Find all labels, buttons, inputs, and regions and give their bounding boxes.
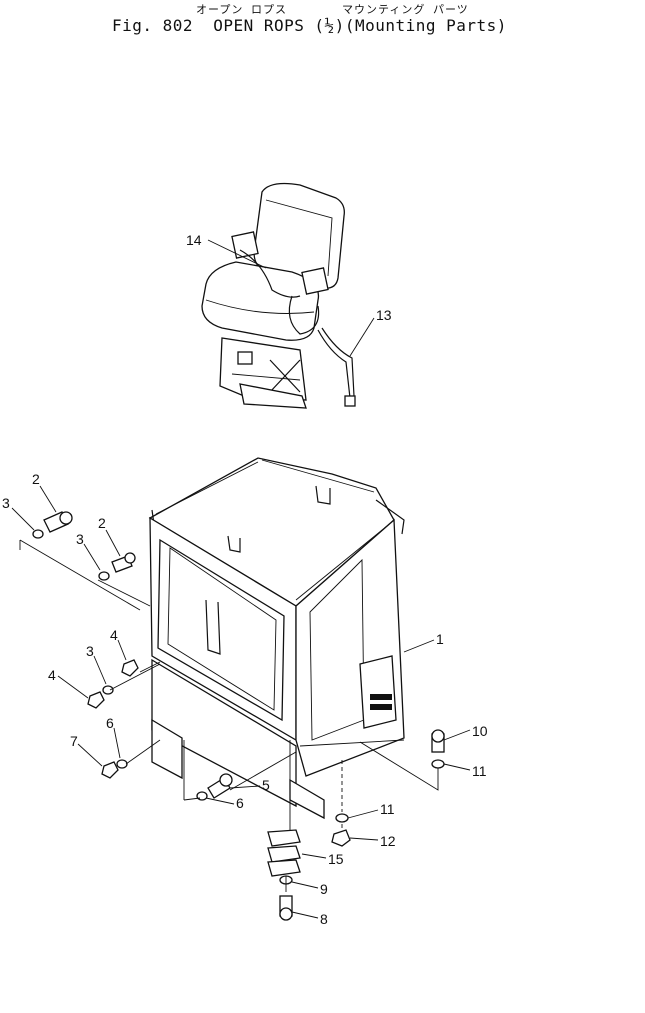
callout-6a: 6	[106, 715, 114, 731]
callout-2a: 2	[32, 471, 40, 487]
rops-cab	[148, 457, 405, 820]
figure-subtitle: (Mounting Parts)	[344, 16, 507, 35]
figure-name: OPEN ROPS	[213, 16, 305, 35]
callout-10: 10	[472, 723, 488, 739]
callout-15: 15	[328, 851, 344, 867]
callout-5: 5	[262, 777, 270, 793]
callout-3c: 3	[86, 643, 94, 659]
callout-11a: 11	[472, 763, 487, 779]
callout-4a: 4	[110, 627, 118, 643]
callout-3b: 3	[76, 531, 84, 547]
callout-14: 14	[186, 232, 202, 248]
figure-fraction: (½)	[314, 16, 345, 35]
fasteners	[32, 511, 445, 921]
callout-13: 13	[376, 307, 392, 323]
figure-number: Fig. 802	[112, 16, 194, 35]
assembly-guide-lines	[19, 539, 439, 892]
kana-annotation-right: マウンティング パーツ	[342, 3, 469, 16]
callout-7: 7	[70, 733, 78, 749]
figure-title: Fig. 802 OPEN ROPS (½)(Mounting Parts)	[112, 16, 517, 35]
kana-annotation-left: オープン ロプス	[196, 3, 287, 16]
callout-4b: 4	[48, 667, 56, 683]
callout-3a: 3	[2, 495, 10, 511]
callout-2b: 2	[98, 515, 106, 531]
callout-12: 12	[380, 833, 396, 849]
leader-lines	[11, 239, 471, 919]
callout-8: 8	[320, 911, 328, 927]
callout-11b: 11	[380, 801, 395, 817]
operator-seat	[201, 182, 356, 409]
callout-9: 9	[320, 881, 328, 897]
callout-1: 1	[436, 631, 444, 647]
callout-6b: 6	[236, 795, 244, 811]
callout-labels: 1 2 2 3 3 3 4 4 5 6 6 7 8 9 10 11 11 12 …	[2, 232, 488, 927]
